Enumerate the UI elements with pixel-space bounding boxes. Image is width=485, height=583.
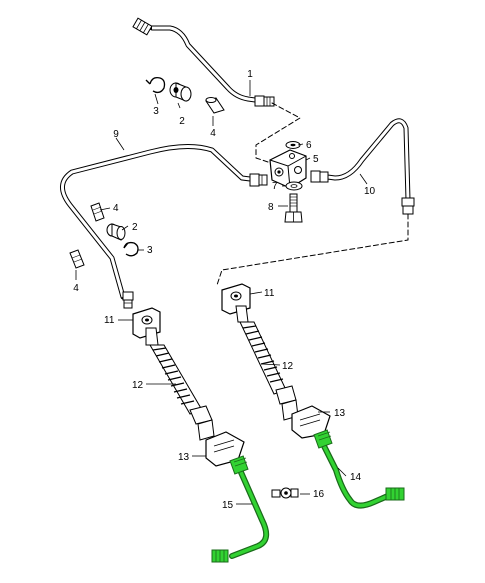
part-15-top-fitting-icon: [229, 455, 249, 475]
part-2-grommet-middle[interactable]: [106, 223, 126, 241]
callout-2-middle: 2: [132, 222, 138, 233]
callout-10: 10: [364, 186, 376, 197]
callout-13-right: 13: [334, 408, 346, 419]
callout-7: 7: [272, 181, 278, 192]
callout-1: 1: [247, 69, 253, 80]
part-15-bottom-fitting-icon: [211, 549, 229, 563]
callout-16: 16: [313, 489, 325, 500]
callout-4-lower: 4: [73, 283, 79, 294]
part-9-nut-icon: [249, 173, 268, 187]
callout-14: 14: [350, 472, 362, 483]
part-4-sleeve-lower[interactable]: [69, 249, 85, 269]
part-6-washer[interactable]: [285, 141, 301, 149]
part-2-grommet-upper[interactable]: [169, 82, 192, 102]
part-3-clip-upper[interactable]: [145, 76, 166, 94]
callout-11-left: 11: [104, 315, 115, 326]
callout-4-upper: 4: [210, 128, 216, 139]
part-12-brake-hose-left[interactable]: [145, 327, 215, 441]
part-10-lower-nut-icon: [401, 197, 415, 215]
part-9-lower-nut-icon: [122, 291, 134, 309]
callout-12-right: 12: [282, 361, 294, 372]
callout-9: 9: [113, 129, 119, 140]
part-1-end-fitting-icon: [132, 17, 153, 36]
assembly-dashed-lines: [216, 102, 409, 286]
part-3-clip-middle[interactable]: [123, 241, 139, 257]
callout-labels: 1 2 3 4 9 6 5 7 8 10 4 2 3 4 11 11 12 12…: [73, 69, 375, 511]
callout-15: 15: [222, 500, 234, 511]
callout-5: 5: [313, 154, 319, 165]
callout-6: 6: [306, 140, 312, 151]
callout-3-upper: 3: [153, 106, 159, 117]
part-7-washer[interactable]: [285, 181, 303, 191]
part-4-sleeve-middle[interactable]: [90, 202, 105, 222]
leader-lines: [75, 80, 368, 505]
part-14-top-fitting-icon: [313, 429, 333, 449]
callout-8: 8: [268, 202, 274, 213]
part-1-nut-icon: [254, 95, 275, 107]
callout-4-middle: 4: [113, 203, 119, 214]
callout-13-left: 13: [178, 452, 190, 463]
callout-12-left: 12: [132, 380, 144, 391]
part-10-nut-icon: [310, 170, 329, 183]
callout-11-right: 11: [264, 288, 275, 299]
part-10-brake-line[interactable]: [310, 118, 415, 215]
part-1-brake-line[interactable]: [132, 17, 275, 107]
part-14-end-fitting-icon: [385, 487, 405, 501]
part-14-brake-line-highlighted[interactable]: [313, 429, 405, 509]
part-8-bolt[interactable]: [284, 193, 303, 223]
part-9-brake-line[interactable]: [60, 144, 268, 309]
callout-2-upper: 2: [179, 116, 185, 127]
callout-3-middle: 3: [147, 245, 153, 256]
part-4-sleeve-upper[interactable]: [205, 97, 225, 114]
part-16-fitting[interactable]: [271, 487, 299, 499]
part-15-brake-line-highlighted[interactable]: [211, 455, 270, 563]
